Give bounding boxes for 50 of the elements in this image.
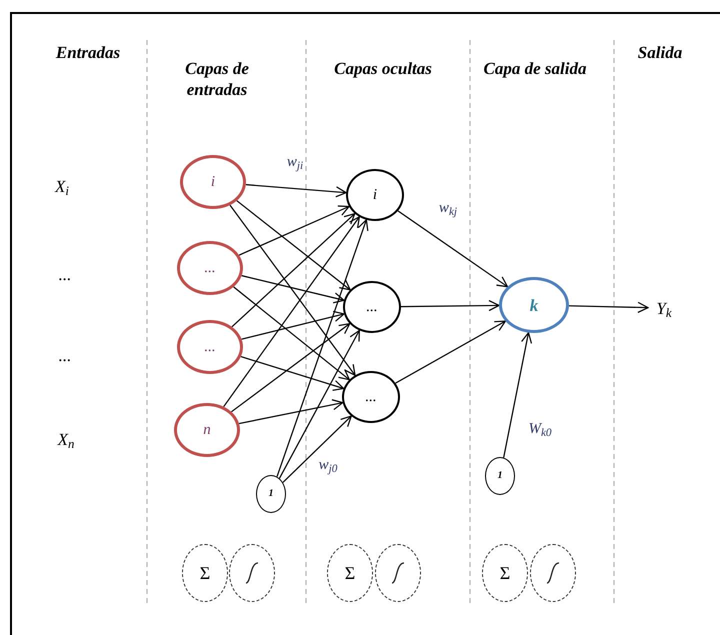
arrow bbox=[223, 216, 360, 408]
activation-circle bbox=[530, 544, 576, 602]
input-neuron: i bbox=[180, 155, 246, 209]
input-label: ... bbox=[58, 345, 72, 366]
summation-circle: Σ bbox=[182, 544, 228, 602]
arrow bbox=[236, 200, 351, 290]
column-header: Capa de salida bbox=[482, 58, 588, 80]
weight-label: w$_{ji}$ bbox=[286, 153, 304, 172]
arrow bbox=[282, 416, 352, 483]
output-neuron: k bbox=[499, 277, 569, 333]
input-label: ... bbox=[58, 264, 72, 286]
arrow bbox=[230, 204, 356, 376]
arrow bbox=[398, 210, 508, 288]
hidden-neuron: i bbox=[346, 169, 404, 221]
arrow bbox=[568, 302, 649, 313]
arrow bbox=[395, 320, 506, 384]
arrow bbox=[242, 275, 345, 304]
input-label: X$_{i}$ bbox=[54, 176, 70, 198]
weight-label: w$_{j0}$ bbox=[318, 456, 338, 475]
bias-node: 1 bbox=[256, 475, 286, 513]
bias-node: 1 bbox=[485, 457, 515, 495]
column-header: Entradas bbox=[54, 42, 122, 64]
arrow bbox=[503, 332, 532, 458]
arrow bbox=[246, 184, 347, 198]
weight-label: W$_{k0}$ bbox=[527, 420, 553, 439]
weight-label: w$_{kj}$ bbox=[438, 199, 458, 218]
arrow bbox=[278, 330, 360, 479]
input-label: X$_{n}$ bbox=[56, 429, 76, 450]
output-label: Y$_{k}$ bbox=[648, 295, 680, 321]
column-header: Salida bbox=[636, 42, 684, 64]
summation-circle: Σ bbox=[482, 544, 528, 602]
activation-circle bbox=[229, 544, 275, 602]
summation-circle: Σ bbox=[327, 544, 373, 602]
arrow bbox=[238, 399, 344, 424]
arrow bbox=[400, 300, 500, 312]
column-header: Capas ocultas bbox=[333, 58, 433, 80]
input-neuron: ... bbox=[177, 241, 243, 295]
arrow bbox=[233, 286, 350, 380]
hidden-neuron: ... bbox=[342, 371, 400, 423]
column-header: Capas de entradas bbox=[184, 58, 250, 100]
arrow bbox=[238, 205, 350, 256]
hidden-neuron: ... bbox=[343, 281, 401, 333]
arrow bbox=[276, 219, 368, 477]
activation-circle bbox=[375, 544, 421, 602]
arrow bbox=[232, 213, 356, 328]
arrow bbox=[240, 356, 344, 391]
input-neuron: ... bbox=[177, 320, 243, 374]
input-neuron: n bbox=[174, 403, 240, 457]
arrow bbox=[241, 310, 345, 340]
arrow bbox=[231, 323, 350, 412]
